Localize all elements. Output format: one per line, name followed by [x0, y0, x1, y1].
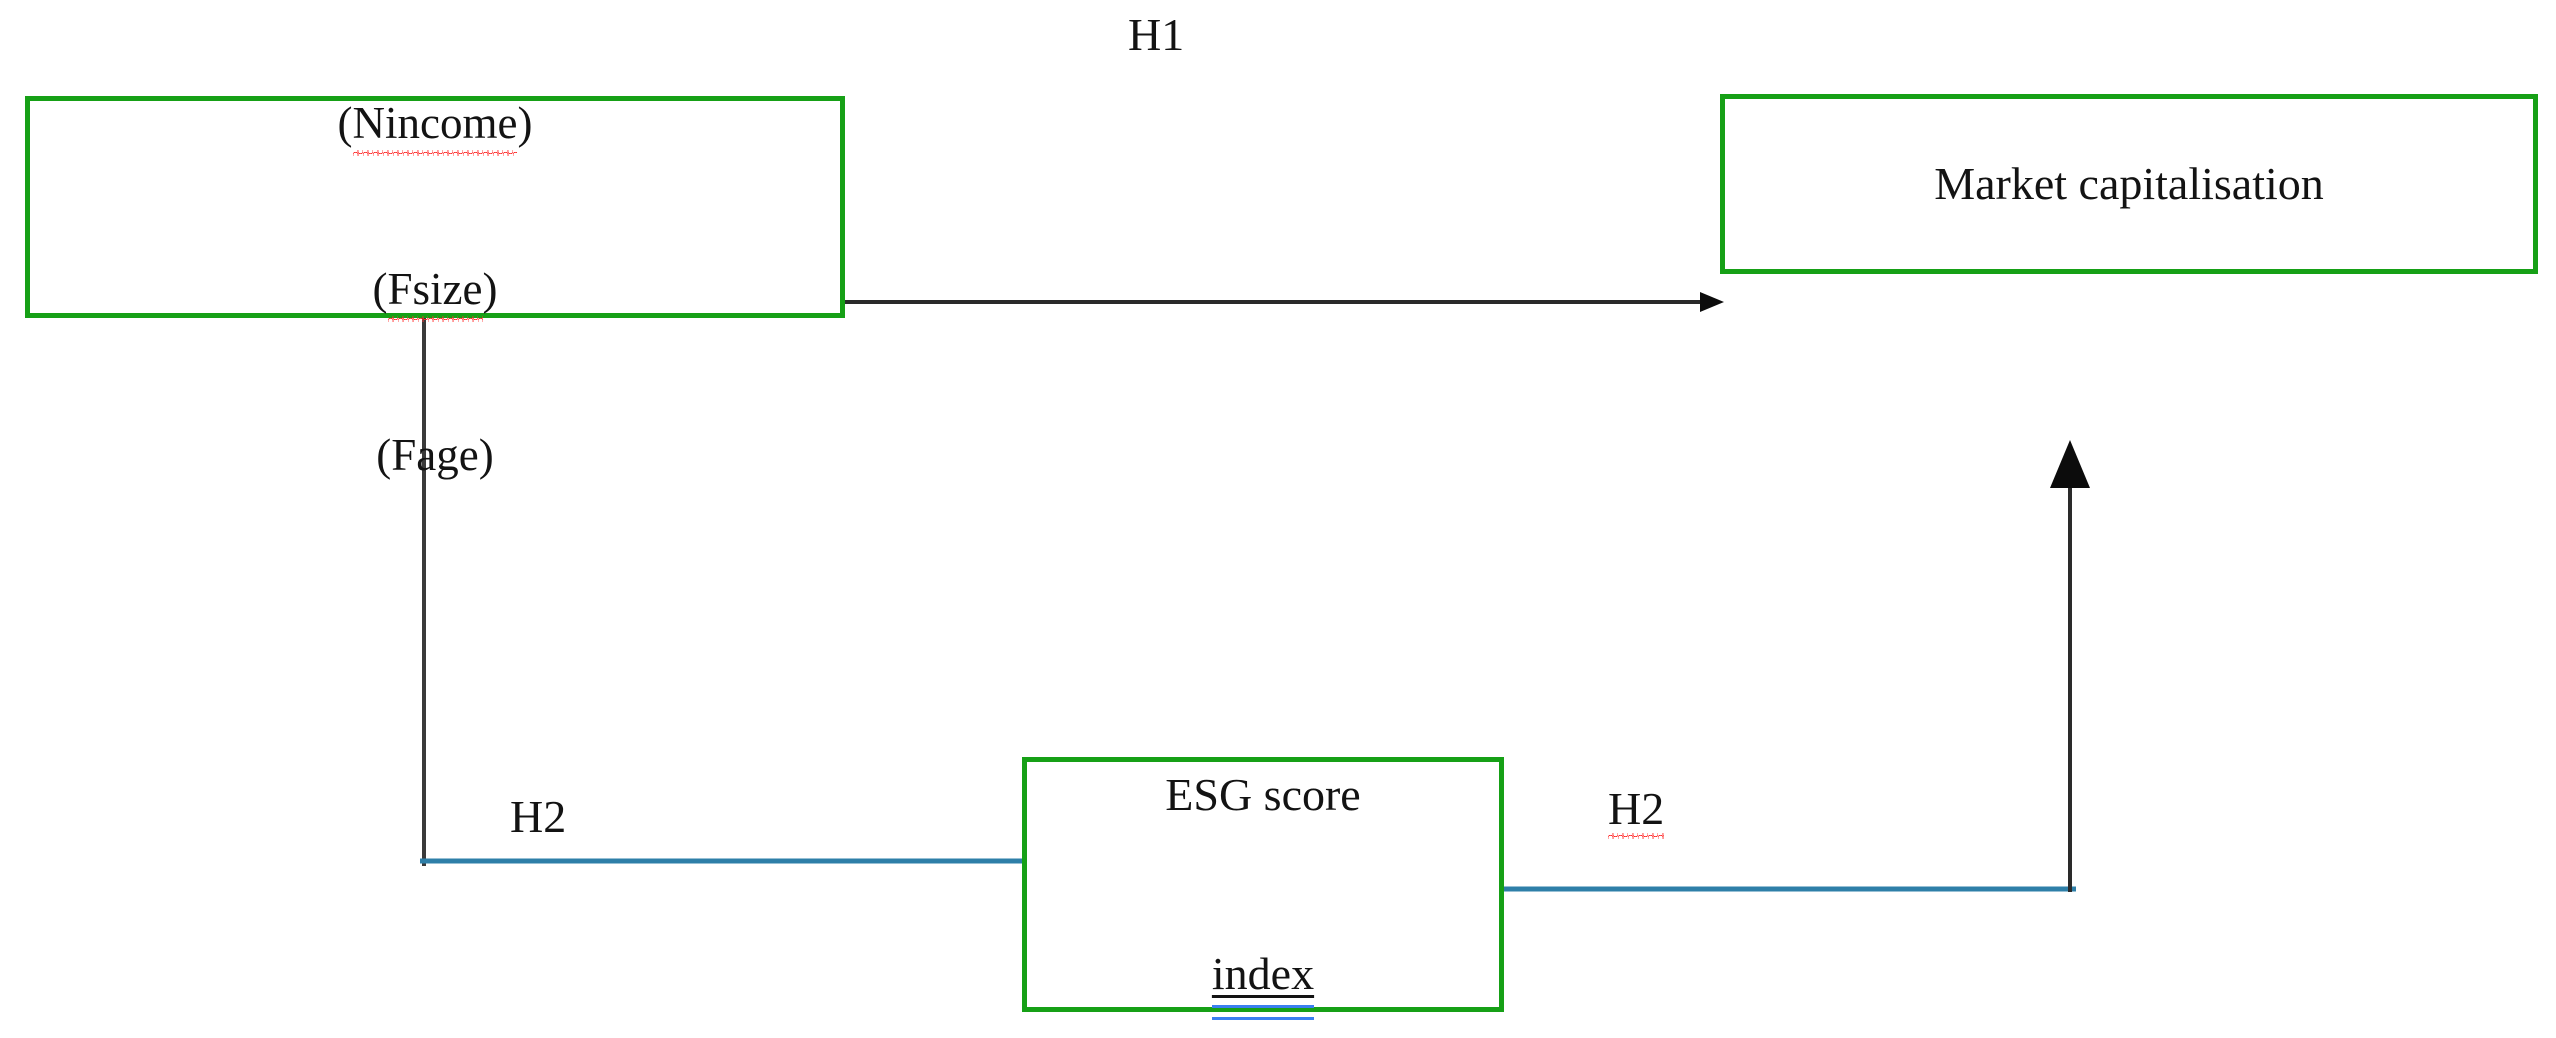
hypothesis-label-h1: H1: [1128, 9, 1185, 60]
node-herding-behaviour-text: Herding behaviour (CSAD) (Nincome) (Fsiz…: [185, 0, 685, 594]
connector-h1-arrow: [840, 292, 1724, 312]
connector-h2-right-line: [1500, 884, 2076, 894]
esg-line-2: index: [1165, 944, 1360, 1020]
grammar-flagged-word-index: index: [1211, 944, 1315, 1020]
paren-open: (: [372, 264, 388, 315]
herding-line-2: (Nincome): [185, 96, 685, 157]
herding-line-3: (Fsize): [185, 262, 685, 323]
node-esg-score-index-text: ESG score index: [1165, 645, 1361, 1038]
hypothesis-label-h2-left: H2: [510, 791, 567, 842]
esg-line-1: ESG score: [1165, 768, 1361, 820]
paren-close: ): [517, 98, 533, 149]
connector-h2-left-drop: [416, 318, 432, 866]
node-market-capitalisation-label: Market capitalisation: [1934, 157, 2324, 209]
misspelled-word-h2: H2: [1608, 783, 1665, 839]
node-esg-score-index[interactable]: ESG score index: [1022, 757, 1504, 1020]
node-herding-behaviour[interactable]: Herding behaviour (CSAD) (Nincome) (Fsiz…: [25, 96, 845, 480]
paren-open: (: [337, 98, 353, 149]
paren-close: ): [482, 264, 498, 315]
misspelled-word-fsize: Fsize: [387, 262, 483, 323]
node-market-capitalisation[interactable]: Market capitalisation: [1720, 94, 2538, 274]
connector-h2-right-arrow: [2040, 440, 2100, 892]
herding-line-4: (Fage): [376, 430, 494, 481]
misspelled-word-nincome: Nincome: [352, 96, 517, 157]
hypothesis-label-h2-right: H2: [1608, 782, 1665, 839]
connector-h2-left-line: [420, 856, 1026, 866]
